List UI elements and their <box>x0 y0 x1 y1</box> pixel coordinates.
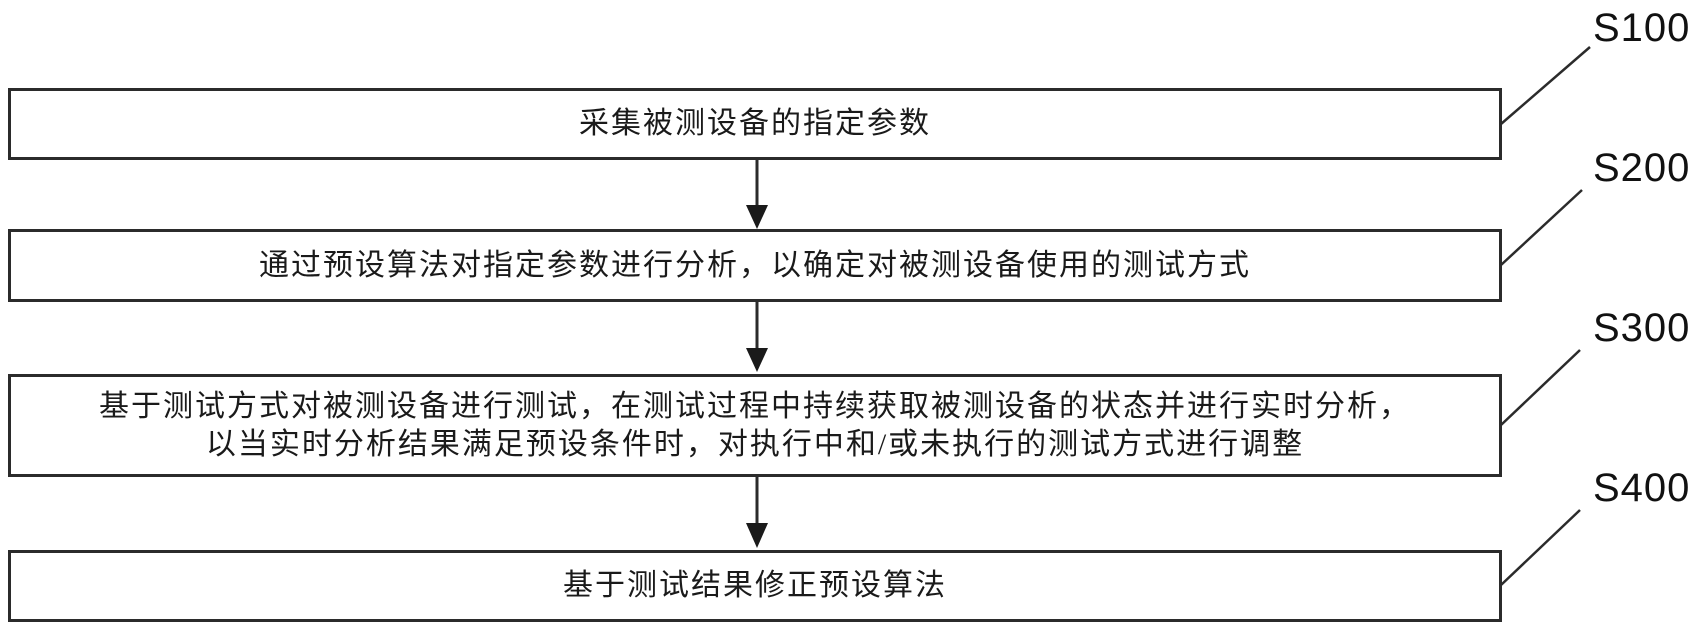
flow-box-s300: 基于测试方式对被测设备进行测试，在测试过程中持续获取被测设备的状态并进行实时分析… <box>8 374 1502 477</box>
flow-box-s300-text-line2: 以当实时分析结果满足预设条件时，对执行中和/或未执行的测试方式进行调整 <box>205 427 1305 461</box>
down-arrow-icon-3 <box>746 477 768 548</box>
step-label-s400: S400 <box>1593 466 1691 510</box>
down-arrow-icon-2 <box>746 302 768 372</box>
flow-box-s400-text: 基于测试结果修正预设算法 <box>563 569 947 603</box>
step-label-s100: S100 <box>1593 6 1691 50</box>
flow-box-s200: 通过预设算法对指定参数进行分析，以确定对被测设备使用的测试方式 <box>8 229 1502 302</box>
leader-line-s400 <box>1500 509 1581 586</box>
step-label-s300: S300 <box>1593 306 1691 350</box>
leader-line-s100 <box>1500 46 1591 125</box>
leader-line-s200 <box>1500 189 1583 266</box>
flow-box-s100: 采集被测设备的指定参数 <box>8 88 1502 160</box>
leader-line-s300 <box>1500 349 1581 426</box>
flow-box-s200-text: 通过预设算法对指定参数进行分析，以确定对被测设备使用的测试方式 <box>259 248 1251 282</box>
step-label-s200: S200 <box>1593 146 1691 190</box>
down-arrow-icon-1 <box>746 160 768 229</box>
flow-box-s100-text: 采集被测设备的指定参数 <box>579 107 931 141</box>
flow-box-s300-text-line1: 基于测试方式对被测设备进行测试，在测试过程中持续获取被测设备的状态并进行实时分析… <box>99 390 1411 423</box>
flow-box-s400: 基于测试结果修正预设算法 <box>8 550 1502 622</box>
